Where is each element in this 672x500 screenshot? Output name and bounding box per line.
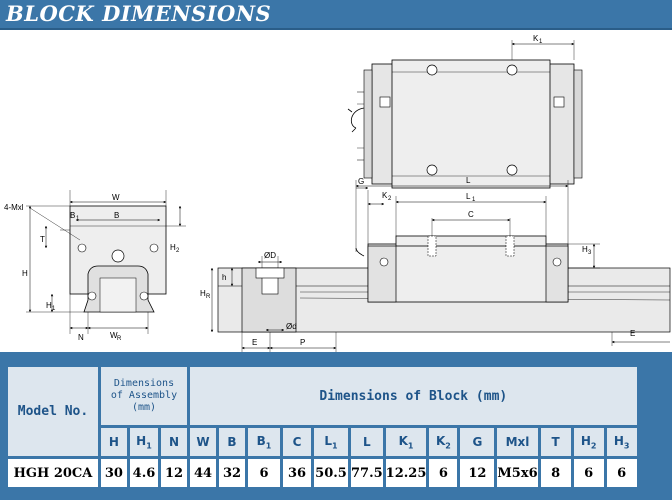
model-cell: HGH 20CA — [8, 459, 98, 487]
col-header: L — [351, 428, 383, 456]
label-wr: W — [110, 331, 118, 340]
label-h: H — [22, 269, 28, 278]
col-header: H — [101, 428, 127, 456]
front-view: W B B 1 4-Mxl T H H 1 H 2 N W R — [4, 190, 186, 342]
label-h2: H — [170, 243, 176, 252]
svg-text:R: R — [117, 336, 122, 342]
label-l1: L — [466, 192, 471, 201]
side-view: G L L 1 K 2 C H 3 ØD h H R Ød E — [200, 176, 671, 352]
value-cell: 32 — [219, 459, 245, 487]
svg-text:2: 2 — [388, 196, 392, 202]
value-cell: 4.6 — [129, 459, 159, 487]
label-od-big: ØD — [264, 251, 276, 260]
col-header: T — [540, 428, 571, 456]
col-header: K2 — [429, 428, 458, 456]
label-b: B — [114, 211, 119, 220]
label-k1-top: K — [533, 34, 539, 43]
top-view: K 1 — [347, 34, 583, 189]
col-header: B1 — [248, 428, 280, 456]
svg-text:1: 1 — [472, 197, 476, 203]
value-cell: 12 — [460, 459, 495, 487]
value-cell: 6 — [429, 459, 458, 487]
svg-text:1: 1 — [539, 39, 543, 45]
label-od-small: Ød — [286, 322, 297, 331]
label-w: W — [112, 193, 120, 202]
label-c: C — [468, 210, 474, 219]
col-header: G — [460, 428, 495, 456]
svg-text:1: 1 — [76, 216, 80, 222]
col-header: K1 — [385, 428, 427, 456]
block-dimensions-header: Dimensions of Block (mm) — [190, 367, 637, 425]
spec-table: Model No. Dimensions of Assembly (mm) Di… — [5, 364, 640, 490]
label-b1: B — [70, 211, 75, 220]
label-h-small: h — [222, 273, 226, 282]
label-g: G — [358, 177, 364, 186]
label-l: L — [466, 176, 471, 185]
label-n: N — [78, 333, 84, 342]
col-header: Mxl — [497, 428, 538, 456]
title-bar: BLOCK DIMENSIONS — [0, 0, 672, 30]
assembly-header: Dimensions of Assembly (mm) — [101, 367, 187, 425]
col-header: H3 — [606, 428, 637, 456]
label-hr: H — [200, 289, 206, 298]
label-h1: H — [46, 301, 52, 310]
value-cell: 8 — [540, 459, 571, 487]
col-header: W — [190, 428, 216, 456]
col-header: C — [283, 428, 311, 456]
label-t: T — [40, 235, 45, 244]
col-header: H1 — [129, 428, 159, 456]
svg-text:1: 1 — [52, 306, 56, 312]
label-e-left: E — [252, 338, 257, 347]
value-cell: 12 — [161, 459, 187, 487]
col-header: H2 — [573, 428, 604, 456]
page-title: BLOCK DIMENSIONS — [6, 1, 272, 26]
value-cell: 44 — [190, 459, 216, 487]
label-p: P — [300, 338, 305, 347]
svg-text:R: R — [206, 294, 211, 300]
label-k2: K — [382, 191, 388, 200]
label-e-right: E — [630, 329, 635, 338]
col-header: L1 — [314, 428, 348, 456]
value-cell: 12.25 — [385, 459, 427, 487]
value-cell: 6 — [573, 459, 604, 487]
value-cell: 50.5 — [314, 459, 348, 487]
label-h3: H — [582, 245, 588, 254]
value-cell: 36 — [283, 459, 311, 487]
value-cell: M5x6 — [497, 459, 538, 487]
label-mxl: 4-Mxl — [4, 203, 24, 212]
col-header: N — [161, 428, 187, 456]
svg-text:3: 3 — [588, 250, 592, 256]
value-cell: 77.5 — [351, 459, 383, 487]
value-cell: 6 — [606, 459, 637, 487]
value-cell: 6 — [248, 459, 280, 487]
value-cell: 30 — [101, 459, 127, 487]
col-header: B — [219, 428, 245, 456]
spec-table-panel: Model No. Dimensions of Assembly (mm) Di… — [0, 352, 672, 500]
model-header: Model No. — [8, 367, 98, 456]
block-dimensions-drawing: K 1 W B B 1 4-Mxl T H H 1 H 2 — [4, 34, 671, 352]
svg-text:2: 2 — [176, 248, 180, 254]
